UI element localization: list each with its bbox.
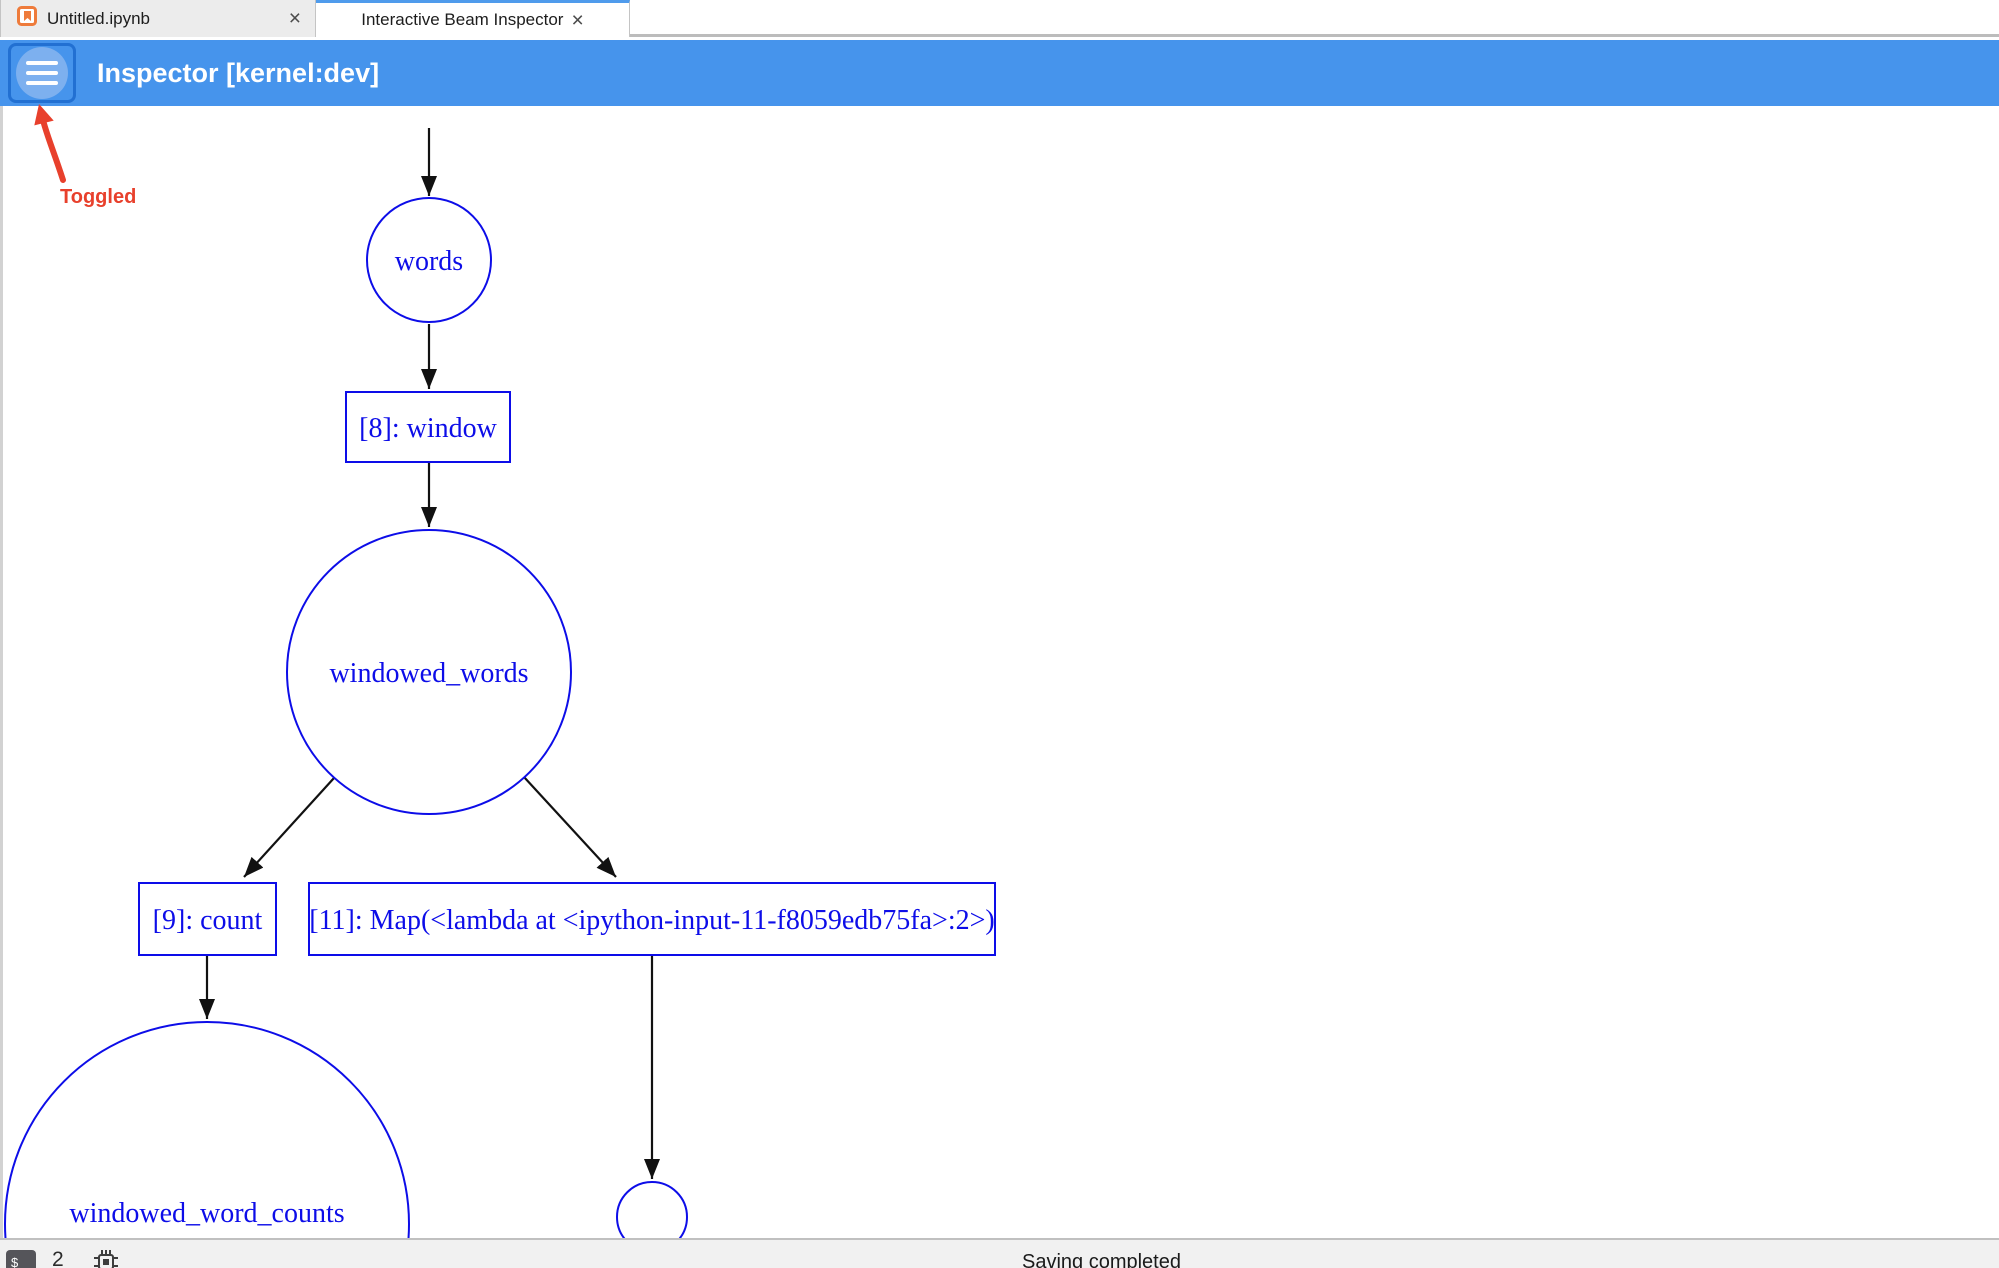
tab-bar: Untitled.ipynb × Interactive Beam Inspec… [0,0,1999,37]
page-title: Inspector [kernel:dev] [97,57,380,88]
toggled-annotation-arrow [34,104,66,183]
graph-node-label-window: [8]: window [359,413,497,444]
close-icon[interactable]: × [288,7,301,30]
terminal-session-count[interactable]: 2 [52,1248,64,1268]
graph-node-anonymous_output[interactable] [616,1181,688,1238]
status-bar: $ 2 Saving completed [0,1238,1999,1268]
graph-node-label-windowed_word_counts: windowed_word_counts [69,1198,344,1229]
graph-node-windowed_words[interactable] [286,529,572,815]
graph-edge [523,776,617,878]
graph-node-label-count: [9]: count [153,905,263,936]
pipeline-graph: words [8]: window windowed_words [9]: count… [4,128,996,1238]
graph-edge [243,777,335,878]
graph-node-count[interactable] [138,882,277,956]
graph-node-window[interactable] [345,391,511,463]
graph-node-label-windowed_words: windowed_words [329,658,528,689]
graph-node-label-map_lambda: [11]: Map(<lambda at <ipython-input-11-f… [309,905,994,936]
inspector-header: Inspector [kernel:dev] [0,40,1999,106]
tab-label: Interactive Beam Inspector [361,10,564,29]
pipeline-graph-panel: words [8]: window windowed_words [9]: count… [0,106,1999,1238]
graph-node-label-words: words [395,246,463,277]
tab-interactive-beam-inspector[interactable]: Interactive Beam Inspector × [316,0,630,37]
tab-untitled-notebook[interactable]: Untitled.ipynb × [0,0,316,37]
graph-node-windowed_word_counts[interactable] [4,1021,410,1238]
kernel-chip-icon[interactable] [94,1250,118,1268]
close-icon[interactable]: × [571,8,584,32]
graph-node-map_lambda[interactable] [308,882,996,956]
toggled-annotation-label: Toggled [60,186,137,208]
status-message: Saving completed [1022,1251,1181,1268]
notebook-icon [17,6,37,31]
hamburger-icon [16,47,68,99]
terminal-icon[interactable]: $ [6,1250,36,1268]
sidebar-toggle-button[interactable] [8,43,76,103]
graph-node-words[interactable] [366,197,492,323]
tab-label: Untitled.ipynb [47,8,151,28]
